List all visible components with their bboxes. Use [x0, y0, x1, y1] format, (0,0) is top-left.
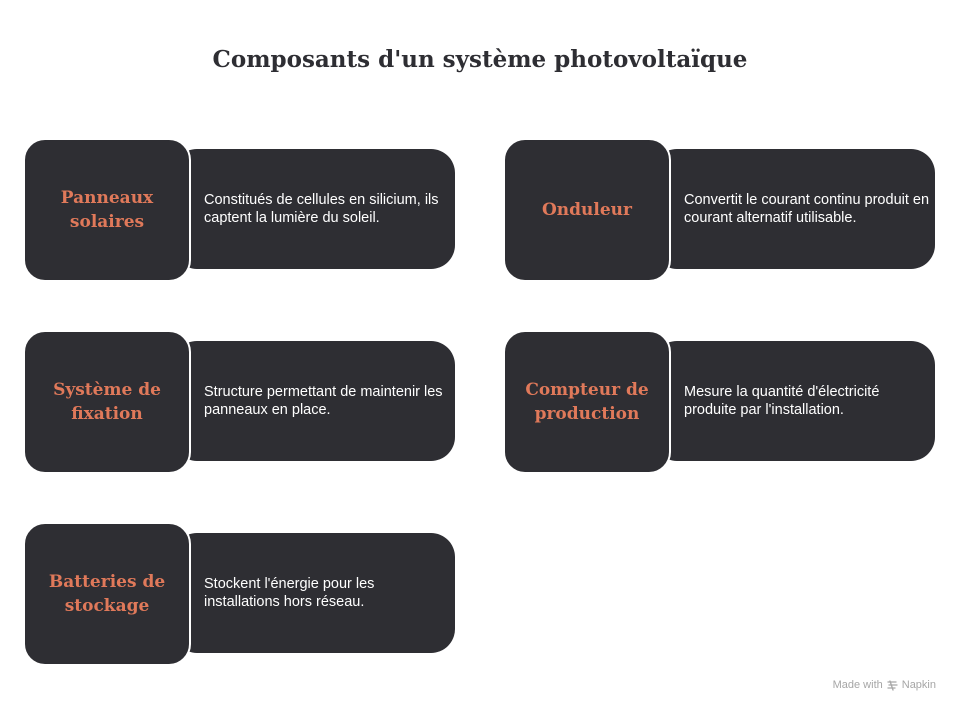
made-with-napkin-watermark[interactable]: Made with Napkin — [833, 679, 936, 691]
component-label-line1: Onduleur — [541, 200, 632, 220]
component-label-line1: Système de — [53, 380, 161, 400]
watermark-prefix: Made with — [832, 679, 883, 691]
component-label-line2: fixation — [71, 404, 143, 424]
component-card-systeme-de-fixation: Structure permettant de maintenir les pa… — [23, 330, 455, 474]
label-box: Système de fixation — [23, 330, 191, 474]
component-label-line1: Batteries de — [48, 572, 166, 592]
description-box: Constitués de cellules en silicium, ils … — [173, 149, 455, 269]
component-card-onduleur: Convertit le courant continu produit en … — [503, 138, 935, 282]
component-description: Structure permettant de maintenir les pa… — [204, 384, 443, 418]
component-description: Convertit le courant continu produit en … — [684, 192, 930, 226]
component-label: Panneaux solaires — [32, 186, 182, 234]
component-card-compteur-de-production: Mesure la quantité d'électricité produit… — [503, 330, 935, 474]
component-description: Constitués de cellules en silicium, ils … — [204, 192, 439, 226]
component-description: Stockent l'énergie pour les installation… — [204, 576, 375, 610]
description-box: Stockent l'énergie pour les installation… — [173, 533, 455, 653]
component-label: Onduleur — [512, 198, 662, 222]
description-box: Convertit le courant continu produit en … — [653, 149, 935, 269]
component-label-line2: solaires — [69, 212, 145, 232]
label-box: Compteur de production — [503, 330, 671, 474]
component-label: Compteur de production — [512, 378, 662, 426]
component-card-panneaux-solaires: Constitués de cellules en silicium, ils … — [23, 138, 455, 282]
label-box: Onduleur — [503, 138, 671, 282]
description-box: Structure permettant de maintenir les pa… — [173, 341, 455, 461]
component-label-line2: production — [534, 404, 640, 424]
watermark-brand: Napkin — [901, 679, 936, 691]
component-label-line1: Compteur de — [525, 380, 649, 400]
component-label: Batteries de stockage — [32, 570, 182, 618]
component-description: Mesure la quantité d'électricité produit… — [684, 384, 880, 418]
description-box: Mesure la quantité d'électricité produit… — [653, 341, 935, 461]
component-label-line2: stockage — [64, 596, 150, 616]
component-label-line1: Panneaux — [60, 188, 154, 208]
component-label: Système de fixation — [32, 378, 182, 426]
napkin-logo-icon — [887, 679, 898, 691]
label-box: Batteries de stockage — [23, 522, 191, 666]
component-card-batteries-de-stockage: Stockent l'énergie pour les installation… — [23, 522, 455, 666]
label-box: Panneaux solaires — [23, 138, 191, 282]
diagram-title: Composants d'un système photovoltaïque — [212, 46, 748, 73]
